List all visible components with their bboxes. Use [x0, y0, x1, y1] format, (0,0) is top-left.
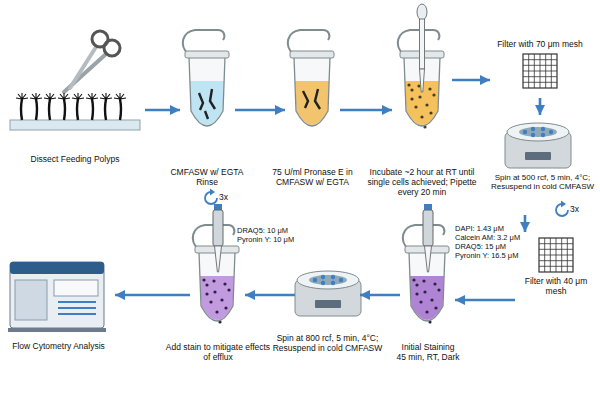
step-text: Spin at 500 rcf, 5 min, 4°C; Resuspend i…	[485, 173, 600, 192]
flow-arrow	[115, 294, 190, 297]
tube-cap	[288, 30, 334, 58]
protocol-step: Filter with 40 μm mesh	[515, 232, 597, 307]
pipette-tip	[215, 246, 222, 272]
step-text: 45 min, RT, Dark	[388, 353, 468, 363]
scissor-blade	[70, 47, 96, 88]
cell-dots	[202, 278, 230, 323]
mesh-filter	[539, 238, 573, 272]
flow-arrow	[340, 109, 392, 112]
tube-body	[189, 57, 225, 126]
pipette-bulb	[417, 4, 427, 20]
mesh-filter	[523, 54, 557, 88]
step-text: 75 U/ml Pronase E in CMFASW w/ EGTA	[260, 168, 365, 188]
repeat-arrow	[556, 201, 568, 217]
step-text: Filter with 70 μm mesh	[485, 40, 595, 50]
cytometer-base	[8, 328, 106, 332]
step-text: CMFASW w/ EGTA Rinse	[167, 168, 247, 188]
transfer-pipette	[417, 4, 427, 92]
pipette-body	[423, 210, 433, 246]
step-text: 3x	[219, 193, 239, 203]
pipette-stem	[420, 19, 425, 69]
step-text: Pyronin Y: 10 μM	[237, 236, 299, 245]
flow-arrow	[245, 294, 295, 297]
protocol-step: DAPI: 1.43 μMCalcein AM: 3.2 μMDRAQ5: 15…	[400, 225, 455, 337]
flow-arrow	[452, 79, 490, 82]
step-text: Add stain to mitigate effects of efflux	[163, 343, 273, 363]
polyp-tentacles	[16, 93, 126, 99]
protocol-step: Spin at 500 rcf, 5 min, 4°C; Resuspend i…	[490, 115, 595, 215]
flow-cytometer	[8, 262, 106, 332]
centrifuge	[295, 271, 361, 316]
pipette-tip	[420, 69, 425, 92]
step-text: Calcein AM: 3.2 μM	[455, 234, 527, 243]
cytometer-body	[10, 262, 104, 328]
polyp-pieces	[199, 89, 215, 119]
scissor-handle	[92, 31, 108, 47]
rinse-tube	[183, 30, 229, 126]
pipette-tip	[425, 246, 432, 272]
protocol-step: Incubate ~2 hour at RT until single cell…	[392, 25, 452, 165]
step-text: Spin at 800 rcf, 5 min, 4°C; Resuspend i…	[265, 334, 390, 354]
centrifuge	[505, 123, 571, 168]
cell-dots	[412, 278, 440, 323]
flow-arrow	[235, 109, 285, 112]
step-text: 3x	[570, 205, 590, 215]
step-text: Pyronin Y: 16.5 μM	[455, 252, 527, 261]
flow-arrow	[145, 109, 180, 112]
micropipette	[423, 204, 433, 272]
micropipette	[213, 204, 223, 272]
pipette-plunger	[424, 204, 432, 210]
glass-slide	[10, 120, 140, 130]
flow-arrow	[455, 299, 515, 302]
scissors-icon	[64, 31, 120, 92]
tube-body	[294, 57, 330, 126]
step-text: DRAQ5: 10 μM	[237, 227, 299, 236]
protocol-step: DRAQ5: 10 μMPyronin Y: 10 μMAdd stain to…	[190, 225, 245, 337]
step-text: DAPI: 1.43 μM	[455, 225, 527, 234]
step-text: Initial Staining	[388, 343, 468, 353]
flow-arrow	[360, 294, 400, 297]
cytometer-panel	[54, 280, 98, 296]
pipette-plunger	[214, 204, 222, 210]
repeat-arrow	[205, 189, 217, 205]
protocol-step: Filter with 70 μm mesh	[490, 40, 590, 98]
cytometer-door	[15, 280, 47, 320]
pipette-body	[213, 210, 223, 246]
step-text: Incubate ~2 hour at RT until single cell…	[367, 168, 477, 198]
protocol-step: Dissect Feeding Polyps	[5, 85, 145, 150]
cytometer-stripes	[58, 302, 96, 314]
protocol-step: Flow Cytometry Analysis	[2, 252, 115, 337]
step-text: Dissect Feeding Polyps	[5, 155, 145, 165]
protocol-step: CMFASW w/ EGTA Rinse3x	[180, 25, 235, 165]
tube-cap	[183, 30, 229, 58]
tube-outline	[189, 57, 225, 126]
polyp-stalks	[21, 99, 121, 120]
flow-arrow	[539, 98, 542, 115]
cytometer-top	[10, 262, 104, 274]
step-text: DRAQ5: 15 μM	[455, 243, 527, 252]
step-text: Filter with 40 μm mesh	[515, 277, 597, 297]
flow-arrow	[524, 215, 527, 232]
step-text: Flow Cytometry Analysis	[2, 342, 115, 352]
pronase-tube	[288, 30, 334, 126]
tube-outline	[294, 57, 330, 126]
polyp-pieces	[303, 89, 320, 109]
protocol-step: 75 U/ml Pronase E in CMFASW w/ EGTA	[285, 25, 340, 165]
protocol-step: Spin at 800 rcf, 5 min, 4°C; Resuspend i…	[295, 262, 360, 330]
